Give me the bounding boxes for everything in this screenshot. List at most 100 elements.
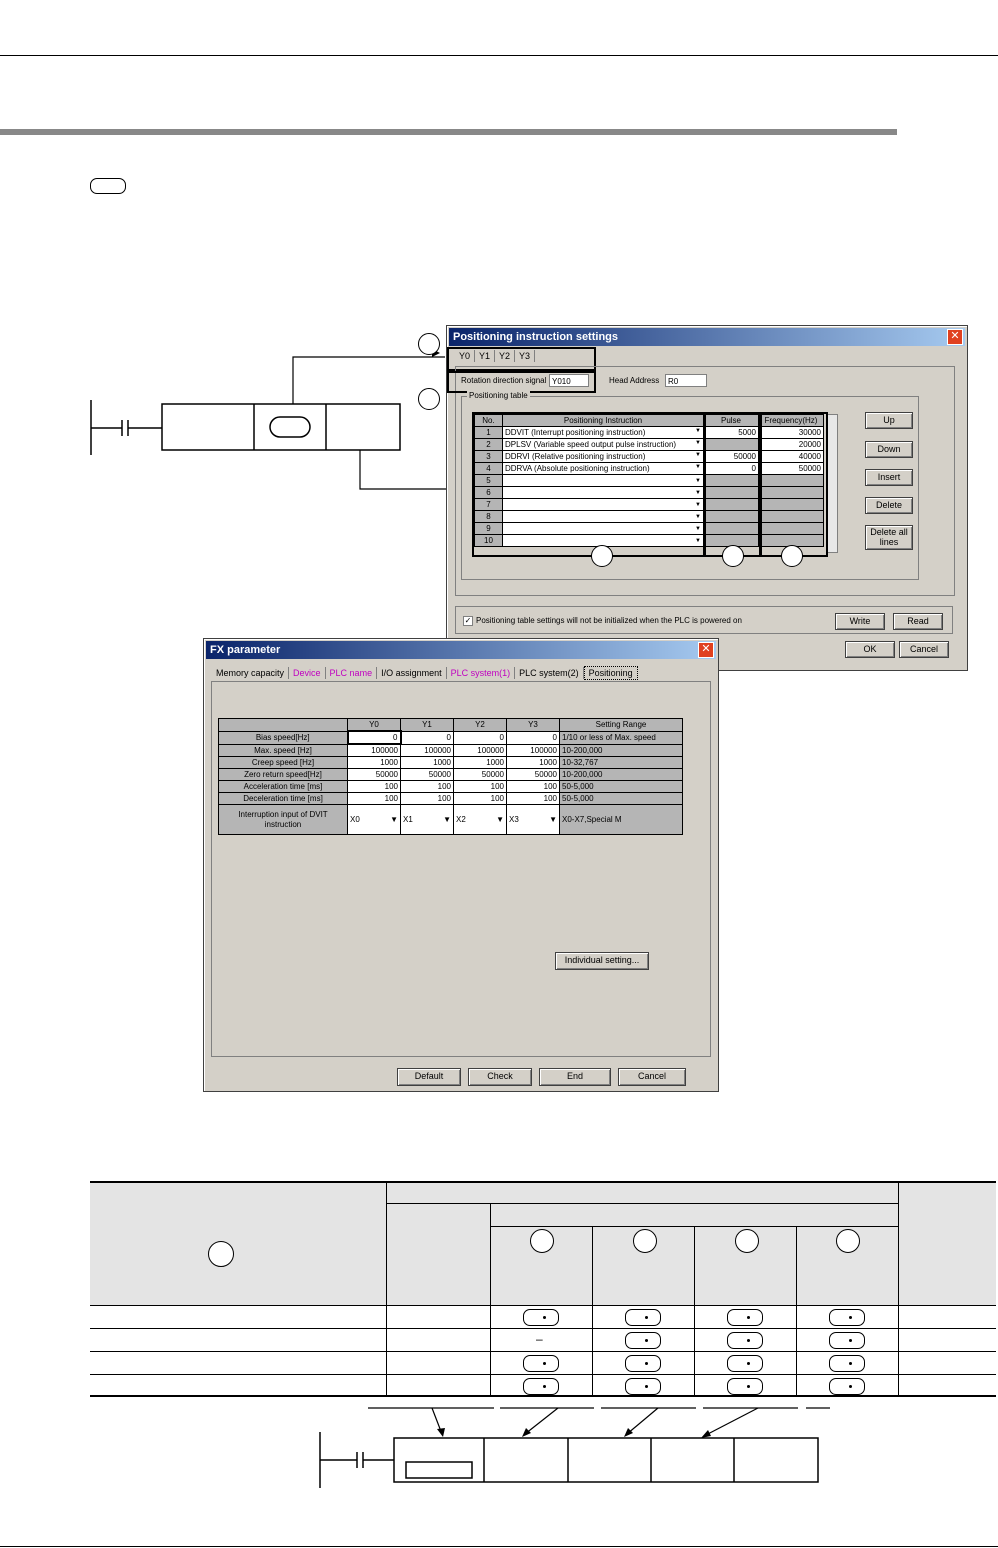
param-value-y0[interactable]: 100000 [347, 743, 401, 757]
row-no: 6 [474, 486, 503, 499]
dot-mark [543, 1385, 546, 1388]
head-address-field[interactable]: R0 [665, 374, 707, 387]
param-value-y0[interactable]: 1000 [347, 756, 401, 769]
rotation-field[interactable]: Y010 [549, 374, 589, 387]
check-button[interactable]: Check [468, 1068, 532, 1086]
pulse-cell[interactable] [703, 534, 759, 547]
section-rule [0, 129, 897, 135]
param-value-y3[interactable]: 1000 [506, 756, 560, 769]
tab-positioning[interactable]: Positioning [583, 666, 638, 680]
row-no: 8 [474, 510, 503, 523]
dot-mark [645, 1339, 648, 1342]
dot-mark [543, 1316, 546, 1319]
pulse-cell[interactable] [703, 510, 759, 523]
param-value-y0[interactable]: 50000 [347, 768, 401, 781]
callout-circle-5 [781, 545, 803, 567]
col-header-frequency: Frequency(Hz) [758, 414, 824, 427]
supported-mark [727, 1378, 763, 1395]
close-button[interactable]: ✕ [698, 642, 714, 658]
interrupt-select-y3[interactable]: X3▼ [506, 804, 560, 835]
param-value-y2[interactable]: 0 [453, 730, 507, 745]
param-value-y2[interactable]: 100 [453, 780, 507, 793]
param-value-y3[interactable]: 100000 [506, 743, 560, 757]
param-value-y3[interactable]: 0 [506, 730, 560, 745]
chevron-down-icon: ▼ [390, 815, 398, 824]
write-button[interactable]: Write [835, 613, 885, 630]
delete-button[interactable]: Delete [865, 497, 913, 514]
param-range: 1/10 or less of Max. speed [559, 730, 683, 745]
param-value-y3[interactable]: 100 [506, 780, 560, 793]
param-range: 10-200,000 [559, 743, 683, 757]
param-value-y3[interactable]: 100 [506, 792, 560, 805]
instruction-value: DPLSV (Variable speed output pulse instr… [505, 440, 677, 449]
param-value-y1[interactable]: 0 [400, 730, 454, 745]
frequency-cell[interactable] [758, 522, 824, 535]
chevron-down-icon: ▼ [695, 452, 701, 458]
param-value-y1[interactable]: 100000 [400, 743, 454, 757]
interrupt-select-y2[interactable]: X2▼ [453, 804, 507, 835]
tab-y3[interactable]: Y3 [515, 350, 536, 362]
param-value-y1[interactable]: 1000 [400, 756, 454, 769]
tab-plc-name[interactable]: PLC name [326, 667, 378, 679]
down-button[interactable]: Down [865, 441, 913, 458]
chevron-down-icon: ▼ [695, 428, 701, 434]
param-value-y3[interactable]: 50000 [506, 768, 560, 781]
param-range: 50-5,000 [559, 792, 683, 805]
param-value-y1[interactable]: 100 [400, 780, 454, 793]
param-value-y0[interactable]: 100 [347, 780, 401, 793]
tab-plc-system-2[interactable]: PLC system(2) [515, 667, 584, 679]
dot-mark [747, 1316, 750, 1319]
table-scrollbar[interactable] [827, 414, 838, 553]
param-value-y2[interactable]: 100000 [453, 743, 507, 757]
default-button[interactable]: Default [397, 1068, 461, 1086]
persist-checkbox[interactable]: ✓ [463, 616, 473, 626]
spec-col-line-4 [796, 1226, 797, 1395]
param-label: Max. speed [Hz] [218, 743, 348, 757]
spec-row-rule-0 [386, 1203, 898, 1204]
supported-mark [829, 1332, 865, 1349]
tab-y2[interactable]: Y2 [495, 350, 516, 362]
param-label: Bias speed[Hz] [218, 730, 348, 745]
tab-io-assignment[interactable]: I/O assignment [377, 667, 447, 679]
col-header-y2: Y2 [453, 718, 507, 732]
param-value-y2[interactable]: 100 [453, 792, 507, 805]
callout-circle-col-1 [530, 1229, 554, 1253]
param-value-y2[interactable]: 1000 [453, 756, 507, 769]
ok-button[interactable]: OK [845, 641, 895, 658]
param-value-y1[interactable]: 50000 [400, 768, 454, 781]
param-value-y1[interactable]: 100 [400, 792, 454, 805]
delete-all-button[interactable]: Delete all lines [865, 525, 913, 550]
supported-mark [829, 1378, 865, 1395]
tab-plc-system-1[interactable]: PLC system(1) [447, 667, 516, 679]
frequency-cell[interactable] [758, 534, 824, 547]
param-value-y0[interactable]: 100 [347, 792, 401, 805]
supported-mark [829, 1355, 865, 1372]
insert-button[interactable]: Insert [865, 469, 913, 486]
param-range: 50-5,000 [559, 780, 683, 793]
cancel-button[interactable]: Cancel [618, 1068, 686, 1086]
read-button[interactable]: Read [893, 613, 943, 630]
cancel-button[interactable]: Cancel [899, 641, 949, 658]
individual-setting-button[interactable]: Individual setting... [555, 952, 649, 970]
spec-row-rule-5 [90, 1374, 996, 1375]
up-button[interactable]: Up [865, 412, 913, 429]
tab-y1[interactable]: Y1 [475, 350, 496, 362]
param-label: Creep speed [Hz] [218, 756, 348, 769]
close-button[interactable]: ✕ [947, 329, 963, 345]
param-value-y2[interactable]: 50000 [453, 768, 507, 781]
spec-bottom-rule [90, 1395, 996, 1397]
interrupt-select-y0[interactable]: X0▼ [347, 804, 401, 835]
end-button[interactable]: End [539, 1068, 611, 1086]
param-value-y0[interactable]: 0 [346, 730, 402, 745]
head-address-label: Head Address [609, 376, 660, 385]
dot-mark [849, 1385, 852, 1388]
dot-mark [645, 1362, 648, 1365]
dot-mark [849, 1316, 852, 1319]
tab-device[interactable]: Device [289, 667, 326, 679]
tab-y0[interactable]: Y0 [455, 350, 476, 362]
tab-memory-capacity[interactable]: Memory capacity [212, 667, 290, 679]
interrupt-select-y1[interactable]: X1▼ [400, 804, 454, 835]
frequency-cell[interactable] [758, 474, 824, 487]
